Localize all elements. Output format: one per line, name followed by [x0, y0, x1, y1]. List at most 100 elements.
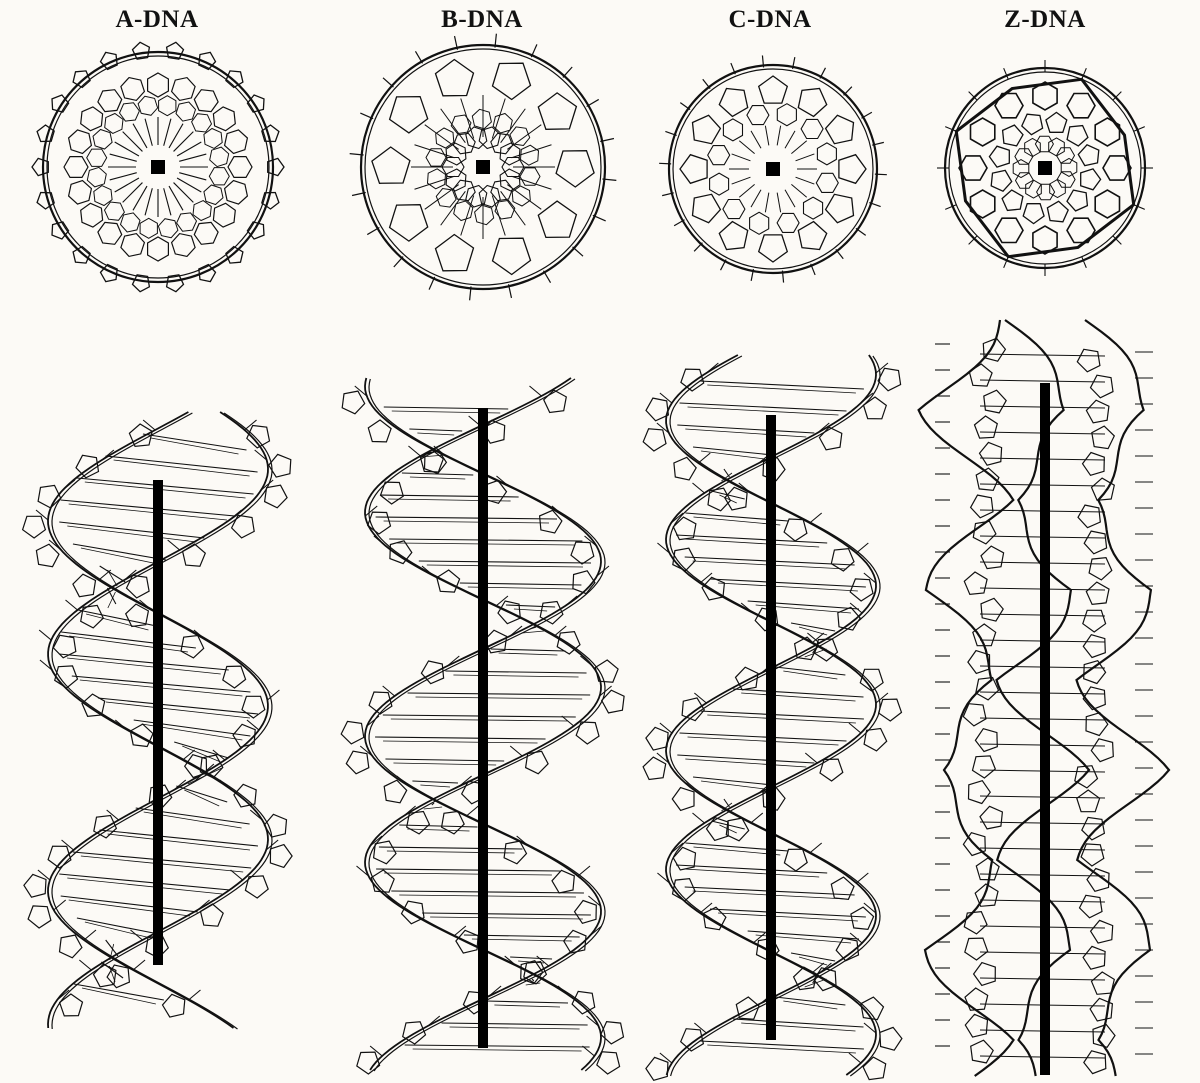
base-pair-spoke	[784, 189, 796, 208]
phosphate-tick	[740, 602, 754, 614]
sugar-ring	[962, 832, 986, 857]
base-pair	[505, 604, 556, 608]
phosphate-tick	[863, 902, 877, 914]
sugar-ring	[691, 114, 722, 145]
sugar-ring	[877, 698, 903, 722]
sugar-ring	[975, 467, 1000, 492]
base-ring	[80, 202, 104, 228]
phosphate-tick	[600, 137, 615, 143]
phosphate-tick	[62, 479, 76, 491]
phosphate-tick	[657, 872, 670, 884]
base-ring	[800, 118, 824, 140]
phosphate-tick	[670, 842, 684, 854]
base-pair-spoke	[132, 123, 148, 149]
phosphate-tick	[354, 385, 368, 397]
sugar-ring	[54, 665, 79, 689]
base-pair-shadow	[68, 503, 227, 521]
backbone-strand-2	[665, 354, 877, 1076]
base-pair	[677, 754, 815, 764]
base-pair	[733, 1018, 864, 1028]
base-ring	[92, 128, 113, 150]
base-pair	[399, 824, 478, 828]
base-pair-shadow	[707, 714, 856, 724]
sugar-ring	[246, 221, 265, 240]
sugar-ring	[198, 51, 217, 71]
base-pair-shadow	[107, 591, 116, 609]
base-ring	[120, 232, 146, 258]
sugar-ring	[792, 966, 817, 991]
phosphate-tick	[872, 141, 884, 146]
base-ring	[209, 146, 230, 168]
base-pair	[375, 516, 557, 520]
base-pair-spoke	[179, 153, 207, 162]
base-pair-spoke	[173, 182, 194, 203]
phosphate-tick	[665, 130, 677, 136]
sugar-ring	[99, 263, 118, 283]
phosphate-tick	[369, 835, 383, 847]
base-ring	[499, 142, 521, 166]
base-ring	[1066, 92, 1096, 119]
sugar-ring	[1045, 111, 1068, 133]
base-ring	[208, 167, 230, 186]
sugar-ring	[968, 363, 993, 387]
sugar-ring	[400, 900, 425, 925]
sugar-ring	[555, 150, 595, 188]
phosphate-tick	[816, 422, 830, 434]
base-pair-spoke	[791, 184, 808, 198]
base-ring	[119, 212, 141, 233]
base-pair-spoke	[179, 172, 207, 181]
base-ring	[1066, 217, 1096, 244]
base-pair-shadow	[685, 758, 807, 768]
base-ring	[223, 129, 249, 155]
sugar-ring	[1083, 530, 1108, 555]
base-pair-shadow	[113, 459, 250, 477]
side-view-a	[21, 411, 293, 1030]
sugar-ring	[92, 963, 117, 988]
sugar-ring	[645, 726, 669, 751]
sugar-ring	[967, 779, 992, 805]
base-pair-shadow	[798, 626, 828, 636]
base-ring	[490, 132, 514, 155]
phosphate-tick	[360, 112, 374, 120]
base-pair	[99, 565, 126, 583]
base-pair	[418, 560, 591, 564]
sugar-ring	[570, 541, 595, 565]
sugar-ring	[1078, 894, 1103, 919]
sugar-ring	[261, 191, 280, 210]
helix-axis-marker	[766, 162, 780, 176]
sugar-ring	[419, 449, 445, 473]
base-ring	[445, 142, 467, 166]
base-pair-spoke	[440, 190, 466, 226]
title-c-dna: C-DNA	[728, 6, 812, 33]
base-ring	[450, 114, 472, 135]
title-z-dna: Z-DNA	[1004, 6, 1086, 33]
phosphate-tick	[781, 270, 785, 283]
base-pair-shadow	[184, 789, 220, 807]
base-pair-shadow	[419, 454, 446, 458]
base-pair-shadow	[700, 450, 765, 460]
phosphate-tick	[670, 512, 684, 524]
backbone-strand-2-outline	[368, 378, 606, 1072]
base-pair	[692, 446, 773, 456]
sugar-ring	[1001, 189, 1024, 212]
base-ring	[969, 189, 996, 219]
phosphate-tick	[359, 745, 373, 757]
base-ring	[499, 168, 521, 192]
helix-axis-bar	[766, 415, 776, 1040]
phosphate-tick	[542, 270, 552, 284]
base-ring	[203, 184, 224, 206]
base-ring	[441, 156, 465, 178]
phosphate-tick	[750, 268, 755, 282]
base-pair	[445, 670, 587, 674]
phosphate-tick	[750, 812, 764, 824]
sugar-ring	[383, 779, 408, 804]
phosphate-tick	[809, 842, 823, 854]
base-pair-shadow	[68, 899, 190, 917]
sugar-ring	[971, 755, 997, 779]
base-pair	[59, 521, 205, 539]
sugar-ring	[1083, 660, 1107, 685]
base-pair-shadow	[707, 1044, 856, 1054]
phosphate-tick	[414, 50, 424, 64]
base-pair-shadow	[707, 384, 856, 394]
phosphate-tick	[536, 955, 550, 967]
